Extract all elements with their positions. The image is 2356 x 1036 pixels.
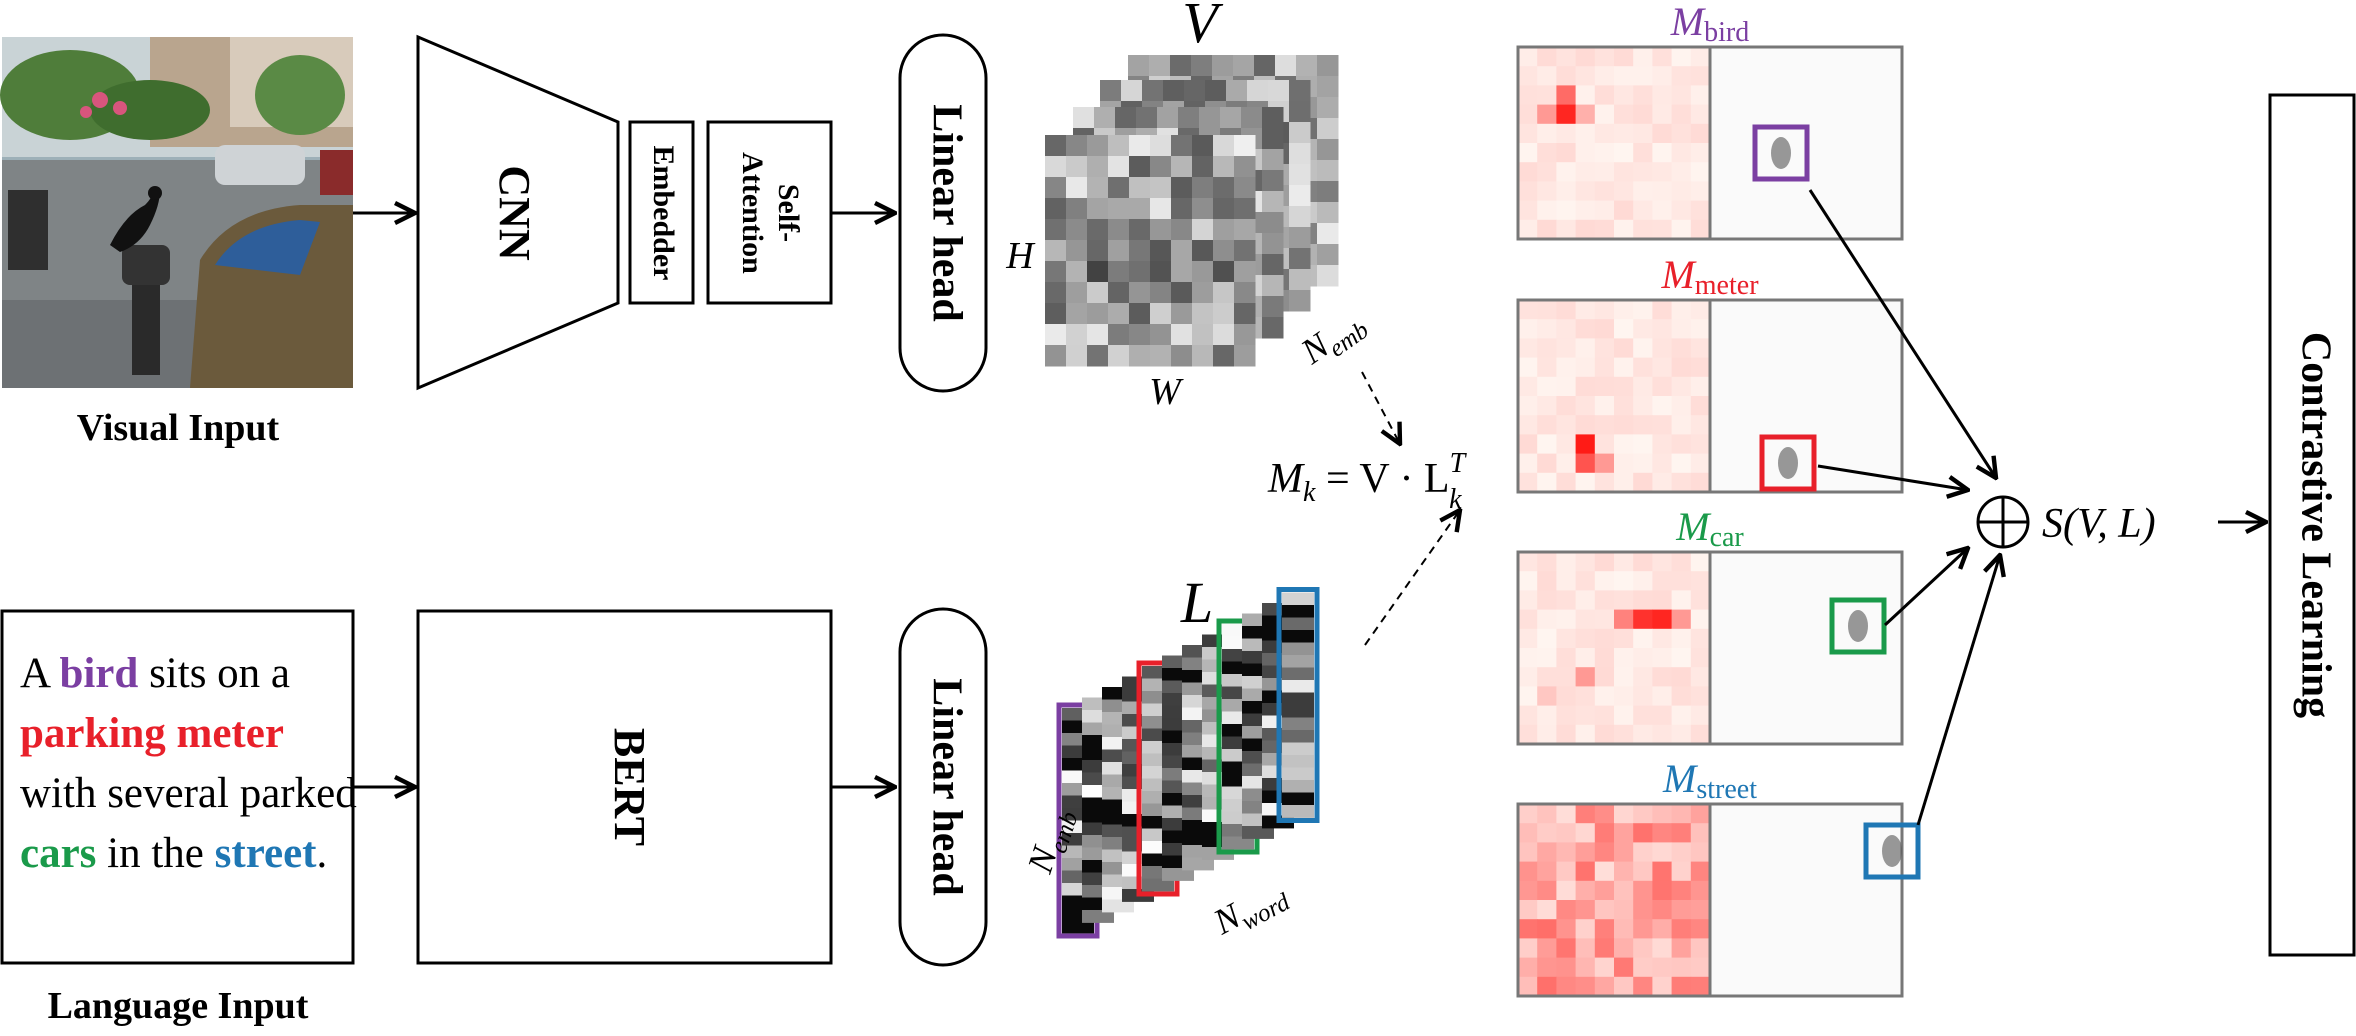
arrow-street-to-sum xyxy=(1916,555,2000,826)
map-title-bird: Mbird xyxy=(1670,0,1749,48)
svg-text:Nword: Nword xyxy=(1206,872,1295,948)
linear-head-top-label: Linear head xyxy=(923,104,969,321)
sentence-word-text: sits on a xyxy=(138,650,291,697)
n-word-label: Nword xyxy=(1206,872,1295,948)
map-panel-meter: Mmeter xyxy=(1516,252,1904,494)
score-label: S(V, L) xyxy=(2042,501,2156,547)
map-panel-street: Mstreet xyxy=(1516,756,1921,998)
language-input-sentence: A bird sits on a parking meter with seve… xyxy=(20,644,360,884)
l-word-stack xyxy=(1056,587,1320,939)
linear-head-bottom xyxy=(898,607,988,967)
linear-head-bottom-label: Linear head xyxy=(923,678,969,895)
sentence-word-bird: bird xyxy=(59,650,139,697)
map-title-car: Mcar xyxy=(1675,504,1744,553)
n-emb-top-label: Nemb xyxy=(1293,301,1374,377)
map-target-box xyxy=(1863,822,1921,880)
l-word-vector xyxy=(1276,587,1320,823)
map-target-box xyxy=(1829,597,1887,655)
embedder-block xyxy=(628,120,695,305)
v-slice xyxy=(1045,135,1256,367)
l-highlight-box xyxy=(1276,587,1320,823)
l-symbol: L xyxy=(1180,570,1213,635)
arrow-bird-to-sum xyxy=(1808,189,1996,478)
bert-block xyxy=(416,609,833,965)
visual-input-photo xyxy=(0,37,353,388)
contrastive-learning-block xyxy=(2268,93,2356,957)
sentence-word-text: . xyxy=(316,830,328,877)
sentence-word-meter: parking meter xyxy=(20,710,284,757)
sentence-word-cars: cars xyxy=(20,830,97,877)
map-title-street: Mstreet xyxy=(1662,756,1757,805)
linear-head-top xyxy=(898,33,988,393)
cnn-label: CNN xyxy=(490,165,539,261)
w-symbol: W xyxy=(1149,371,1184,413)
bert-label: BERT xyxy=(605,728,654,846)
visual-input-label: Visual Input xyxy=(77,407,280,449)
dashed-arrow-l-to-eq xyxy=(1364,510,1460,646)
v-symbol: V xyxy=(1182,0,1224,55)
sentence-word-text: in the xyxy=(96,830,215,877)
sentence-word-street: street xyxy=(214,830,317,877)
map-title-meter: Mmeter xyxy=(1660,252,1759,301)
map-panel-bird: Mbird xyxy=(1516,0,1904,241)
contrastive-learning-label: Contrastive Learning xyxy=(2292,332,2338,718)
svg-text:Nemb: Nemb xyxy=(1293,301,1374,377)
map-target-box xyxy=(1759,434,1817,492)
cnn-block xyxy=(416,34,620,391)
self-attention-label-2: Attention xyxy=(736,152,769,274)
self-attention-block xyxy=(706,120,833,305)
map-target-box xyxy=(1752,124,1810,182)
dashed-arrow-v-to-eq xyxy=(1361,371,1400,444)
self-attention-label-1: Self- xyxy=(772,184,805,242)
map-panel-car: Mcar xyxy=(1516,504,1904,746)
h-symbol: H xyxy=(1005,235,1036,277)
language-input-box xyxy=(0,609,355,965)
language-input-label: Language Input xyxy=(48,985,309,1027)
arrow-car-to-sum xyxy=(1883,548,1968,627)
sum-operator xyxy=(1976,495,2030,549)
sentence-word-text: A xyxy=(20,650,60,697)
embedder-label: Embedder xyxy=(647,146,680,281)
arrow-meter-to-sum xyxy=(1817,464,1968,490)
sentence-word-text: with several parked xyxy=(20,770,357,817)
v-feature-stack xyxy=(1045,55,1339,367)
